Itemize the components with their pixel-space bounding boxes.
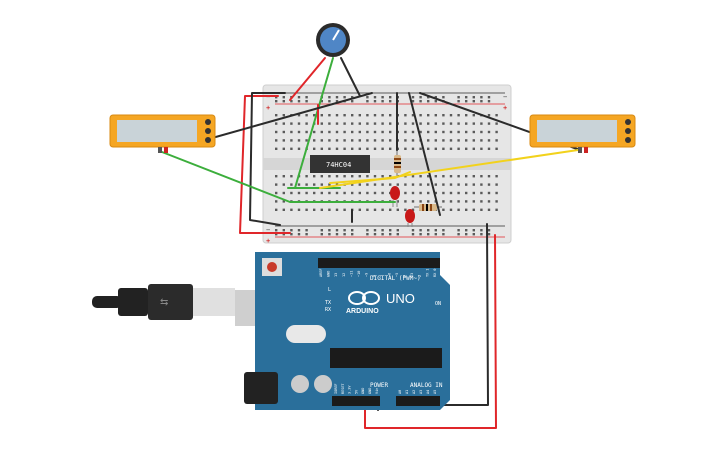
wire-5v-arduino (364, 234, 497, 429)
digital-header (318, 258, 440, 268)
potentiometer[interactable] (316, 23, 350, 57)
digital-pin-label-0: AREF (319, 269, 323, 277)
wire-yellow-1 (319, 149, 579, 189)
analog-header (396, 396, 440, 406)
rail-plus-bottom: + (266, 237, 270, 245)
digital-pin-label-9: ~6 (387, 273, 391, 277)
digital-pin-label-13: 2 (418, 275, 422, 277)
analog-pin-label-0: A0 (398, 390, 402, 394)
rx-label: RX (325, 307, 331, 313)
tx-label: TX (325, 300, 331, 306)
power-pin-label-5: GND (368, 388, 372, 394)
arduino-brand: ARDUINO (346, 308, 379, 315)
digital-pin-label-4: ~11 (349, 271, 353, 277)
wire-rail-black-left (249, 92, 286, 226)
power-pin-label-0: IOREF (334, 383, 338, 394)
digital-header-label: DIGITAL (PWM~) (370, 275, 421, 282)
wire-lcd-left-green (161, 151, 396, 203)
digital-pin-label-3: 12 (342, 273, 346, 277)
digital-pin-label-5: ~10 (357, 271, 361, 277)
arduino-uno[interactable]: DIGITAL (PWM~) POWER ANALOG IN ON L TX R… (244, 252, 450, 410)
resistor-2[interactable] (414, 204, 442, 211)
power-pin-label-4: GND (361, 388, 365, 394)
analog-pin-label-3: A3 (419, 390, 423, 394)
analog-pin-label-4: A4 (426, 390, 430, 394)
mcu-chip (330, 348, 442, 368)
digital-pin-label-6: ~9 (365, 273, 369, 277)
rail-plus-top-left: + (266, 104, 270, 112)
analog-label: ANALOG IN (410, 382, 443, 389)
power-header (332, 396, 380, 406)
on-label: ON (435, 301, 441, 307)
rail-plus-top: + (503, 104, 507, 112)
wire-pot-black (340, 57, 361, 97)
led-2[interactable] (405, 209, 415, 227)
analog-pin-label-1: A1 (405, 390, 409, 394)
l-label: L (328, 287, 331, 293)
digital-pin-label-7: 8 (372, 275, 376, 277)
analog-pin-label-2: A2 (412, 390, 416, 394)
digital-pin-label-14: TX 1 (425, 269, 429, 277)
lcd-display-left[interactable] (109, 114, 216, 153)
crystal (286, 325, 326, 343)
capacitor-1 (291, 375, 309, 393)
wire-pot-green (294, 57, 334, 189)
digital-pin-label-11: 4 (403, 275, 407, 277)
analog-pin-label-5: A5 (433, 390, 437, 394)
wires (161, 57, 581, 429)
arduino-model: UNO (386, 291, 415, 306)
digital-pin-label-2: 13 (334, 273, 338, 277)
digital-pin-label-8: 7 (380, 275, 384, 277)
arduino-logo (348, 291, 380, 305)
power-pin-label-1: RESET (341, 383, 345, 394)
capacitor-2 (314, 375, 332, 393)
chip-74hc04[interactable]: 74HC04 (310, 155, 370, 173)
lcd-display-right[interactable] (529, 114, 636, 153)
power-pin-label-2: 3.3V (348, 385, 352, 394)
power-pin-label-3: 5V (354, 389, 358, 394)
rail-minus-bottom: − (266, 226, 270, 234)
wire-pot-red (289, 57, 326, 101)
wire-lcd-left-black (204, 92, 373, 141)
wire-res2-black (408, 92, 441, 216)
resistor-1[interactable] (394, 150, 401, 178)
usb-cable[interactable]: ⇆ (92, 284, 265, 326)
power-jack (244, 372, 278, 404)
digital-pin-label-1: GND (327, 271, 331, 277)
power-label: POWER (370, 382, 388, 389)
breadboard[interactable]: − + − + − + (262, 84, 512, 245)
led-1[interactable] (390, 186, 400, 207)
wire-rail-red-left (239, 95, 291, 234)
reset-button (267, 262, 277, 272)
digital-pin-label-12: ~3 (410, 273, 414, 277)
power-pin-label-6: Vin (375, 388, 379, 394)
digital-pin-label-10: ~5 (395, 273, 399, 277)
usb-icon: ⇆ (160, 297, 168, 308)
digital-pin-label-15: RX 0 (433, 269, 437, 277)
breadboard-holes (275, 96, 498, 236)
rail-minus-top: − (503, 93, 507, 101)
chip-label: 74HC04 (326, 161, 351, 169)
wire-yellow-2 (329, 171, 411, 184)
